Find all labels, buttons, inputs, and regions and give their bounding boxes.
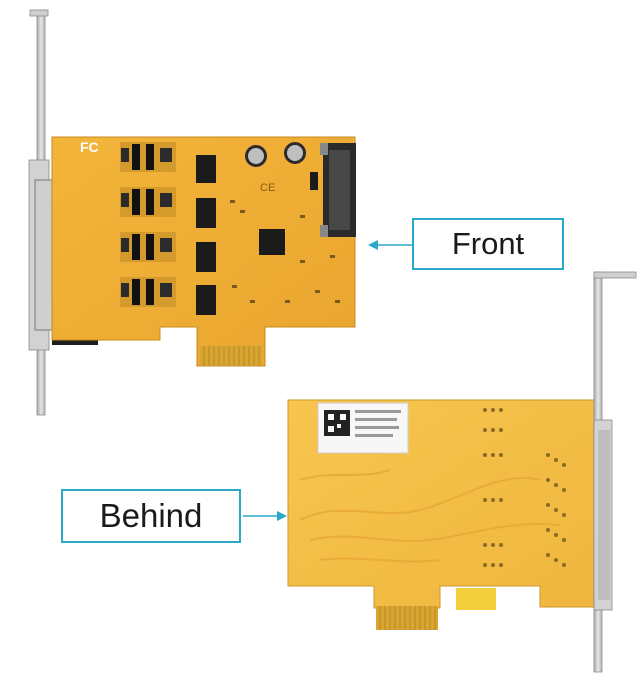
behind-callout-label: Behind — [61, 489, 241, 543]
svg-text:PS: PS — [169, 337, 180, 346]
back-traces — [299, 469, 561, 563]
fc-logo: FC — [80, 139, 99, 155]
back-card — [287, 271, 637, 673]
back-bracket — [593, 271, 637, 673]
front-jumpers — [120, 142, 176, 307]
back-sticker — [317, 402, 409, 454]
front-capacitors — [245, 142, 306, 167]
front-ics — [196, 155, 318, 315]
front-arrow-icon — [368, 240, 412, 250]
front-power-connector — [320, 143, 356, 237]
ps-logo: PS — [165, 331, 183, 349]
back-pcie-fingers — [376, 588, 496, 630]
ce-mark: CE — [260, 182, 275, 194]
back-vias — [483, 408, 566, 567]
front-card: FC — [28, 9, 356, 416]
behind-arrow-icon — [243, 511, 287, 521]
front-callout-label: Front — [412, 218, 564, 270]
front-smd-parts — [230, 200, 340, 303]
front-pcie-fingers — [200, 346, 262, 366]
